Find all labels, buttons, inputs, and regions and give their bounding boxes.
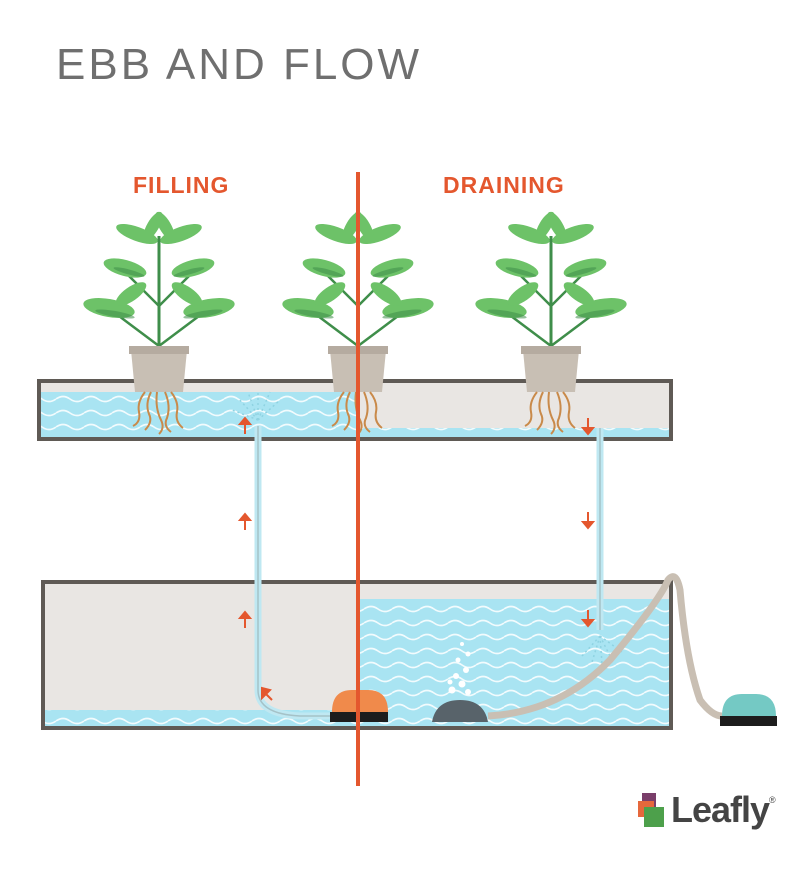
air-hose	[487, 573, 723, 720]
drain-arrows	[580, 418, 596, 628]
brand-logo: Leafly ®	[636, 789, 776, 831]
brand-name: Leafly	[671, 789, 770, 830]
diagram-title: EBB AND FLOW	[56, 40, 423, 89]
fill-arrows	[237, 416, 273, 701]
brand-registered-mark: ®	[769, 795, 776, 805]
air-stone	[432, 700, 488, 722]
fill-spray	[231, 390, 281, 421]
air-pump-base	[720, 716, 777, 726]
filling-label: FILLING	[133, 172, 230, 198]
air-bubbles	[447, 642, 471, 695]
air-pump	[722, 694, 776, 716]
leafly-mark-icon	[638, 793, 664, 827]
draining-label: DRAINING	[443, 172, 565, 198]
